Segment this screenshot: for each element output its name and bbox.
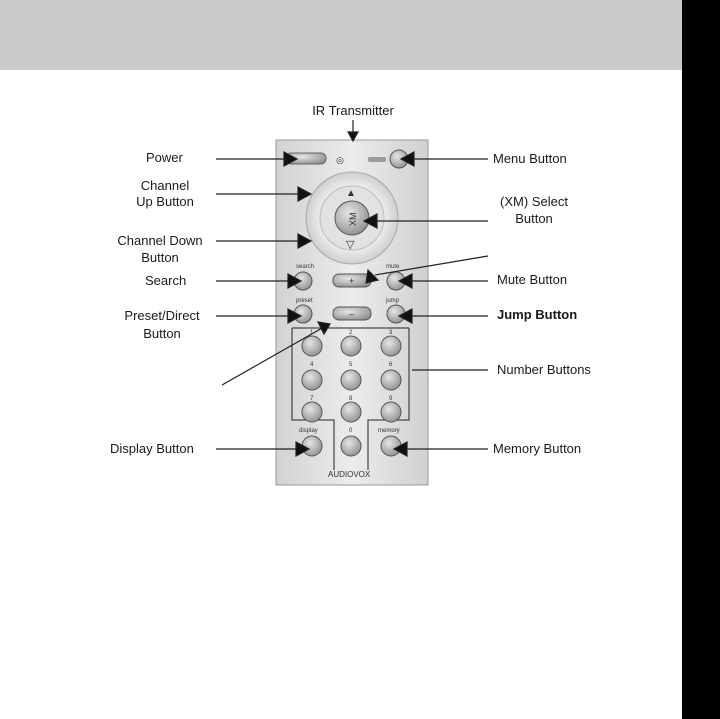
display-btn-text: display	[299, 428, 318, 434]
label-search: Search	[145, 273, 186, 289]
memory-btn-text: memory	[378, 428, 400, 434]
memory-button[interactable]	[381, 436, 401, 456]
plus-text: +	[349, 276, 354, 286]
side-bar	[682, 0, 720, 719]
number-8-button[interactable]	[341, 402, 361, 422]
number-1-button[interactable]	[302, 336, 322, 356]
label-ir-transmitter: IR Transmitter	[296, 103, 410, 119]
label-channel-up-line2: Up Button	[110, 194, 220, 210]
search-btn-text: search	[296, 264, 314, 270]
channel-up-arrow: ▲	[346, 188, 356, 199]
menu-label-slot	[368, 157, 386, 162]
brand-logo-text: AUDIOVOX	[328, 470, 371, 479]
label-channel-up-line1: Channel	[110, 178, 220, 194]
number-2-button[interactable]	[341, 336, 361, 356]
preset-btn-text: preset	[296, 298, 313, 304]
number-3-button[interactable]	[381, 336, 401, 356]
number-9-button[interactable]	[381, 402, 401, 422]
label-display-button: Display Button	[110, 441, 194, 457]
number-0-button[interactable]	[341, 436, 361, 456]
label-preset-direct-line1: Preset/Direct	[104, 308, 220, 324]
label-mute-button: Mute Button	[497, 272, 567, 288]
label-jump-button: Jump Button	[497, 307, 577, 323]
power-symbol: ◎	[336, 155, 344, 165]
display-button[interactable]	[302, 436, 322, 456]
number-6-button[interactable]	[381, 370, 401, 390]
label-memory-button: Memory Button	[493, 441, 581, 457]
label-preset-direct-line2: Button	[104, 326, 220, 342]
label-number-buttons: Number Buttons	[497, 362, 591, 378]
mute-btn-text: mute	[386, 264, 400, 270]
label-channel-down-line1: Channel Down	[104, 233, 216, 249]
label-xm-select-line1: (XM) Select	[484, 194, 584, 210]
jump-btn-text: jump	[385, 298, 400, 304]
number-5-button[interactable]	[341, 370, 361, 390]
label-menu-button: Menu Button	[493, 151, 567, 167]
xm-text: XM	[348, 213, 358, 227]
label-channel-down-line2: Button	[104, 250, 216, 266]
label-power: Power	[146, 150, 183, 166]
number-7-button[interactable]	[302, 402, 322, 422]
label-xm-select-line2: Button	[484, 211, 584, 227]
number-4-button[interactable]	[302, 370, 322, 390]
minus-text: –	[349, 309, 354, 319]
channel-down-arrow: ▽	[346, 239, 355, 251]
